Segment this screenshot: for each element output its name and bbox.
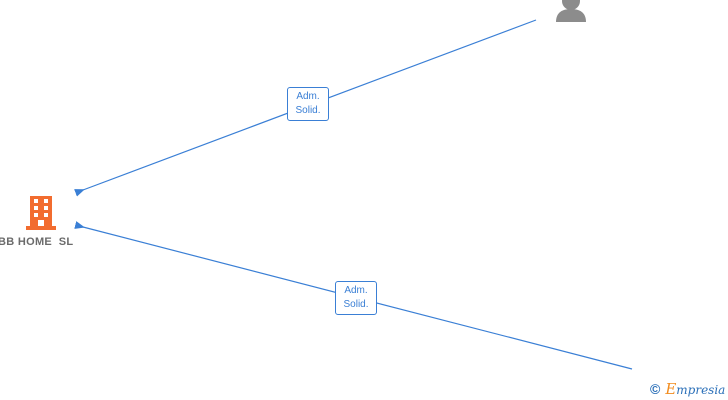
edge-label-line2: Solid. (295, 105, 321, 116)
company-name[interactable]: BB HOME SL (0, 236, 74, 248)
edge-label-role: Adm. Solid. (335, 281, 377, 315)
person-icon[interactable] (553, 0, 589, 22)
edge-label-line1: Adm. (344, 285, 368, 296)
edge-label-role: Adm. Solid. (287, 87, 329, 121)
edge-label-line2: Solid. (343, 299, 369, 310)
edge-label-line1: Adm. (296, 91, 320, 102)
copyright-icon: © (650, 381, 661, 397)
watermark: ©Empresia (650, 380, 725, 400)
building-icon (26, 196, 56, 230)
company-node[interactable]: BB HOME SL (0, 196, 90, 256)
brand-initial: E (665, 380, 677, 398)
brand-name: mpresia (676, 383, 726, 397)
